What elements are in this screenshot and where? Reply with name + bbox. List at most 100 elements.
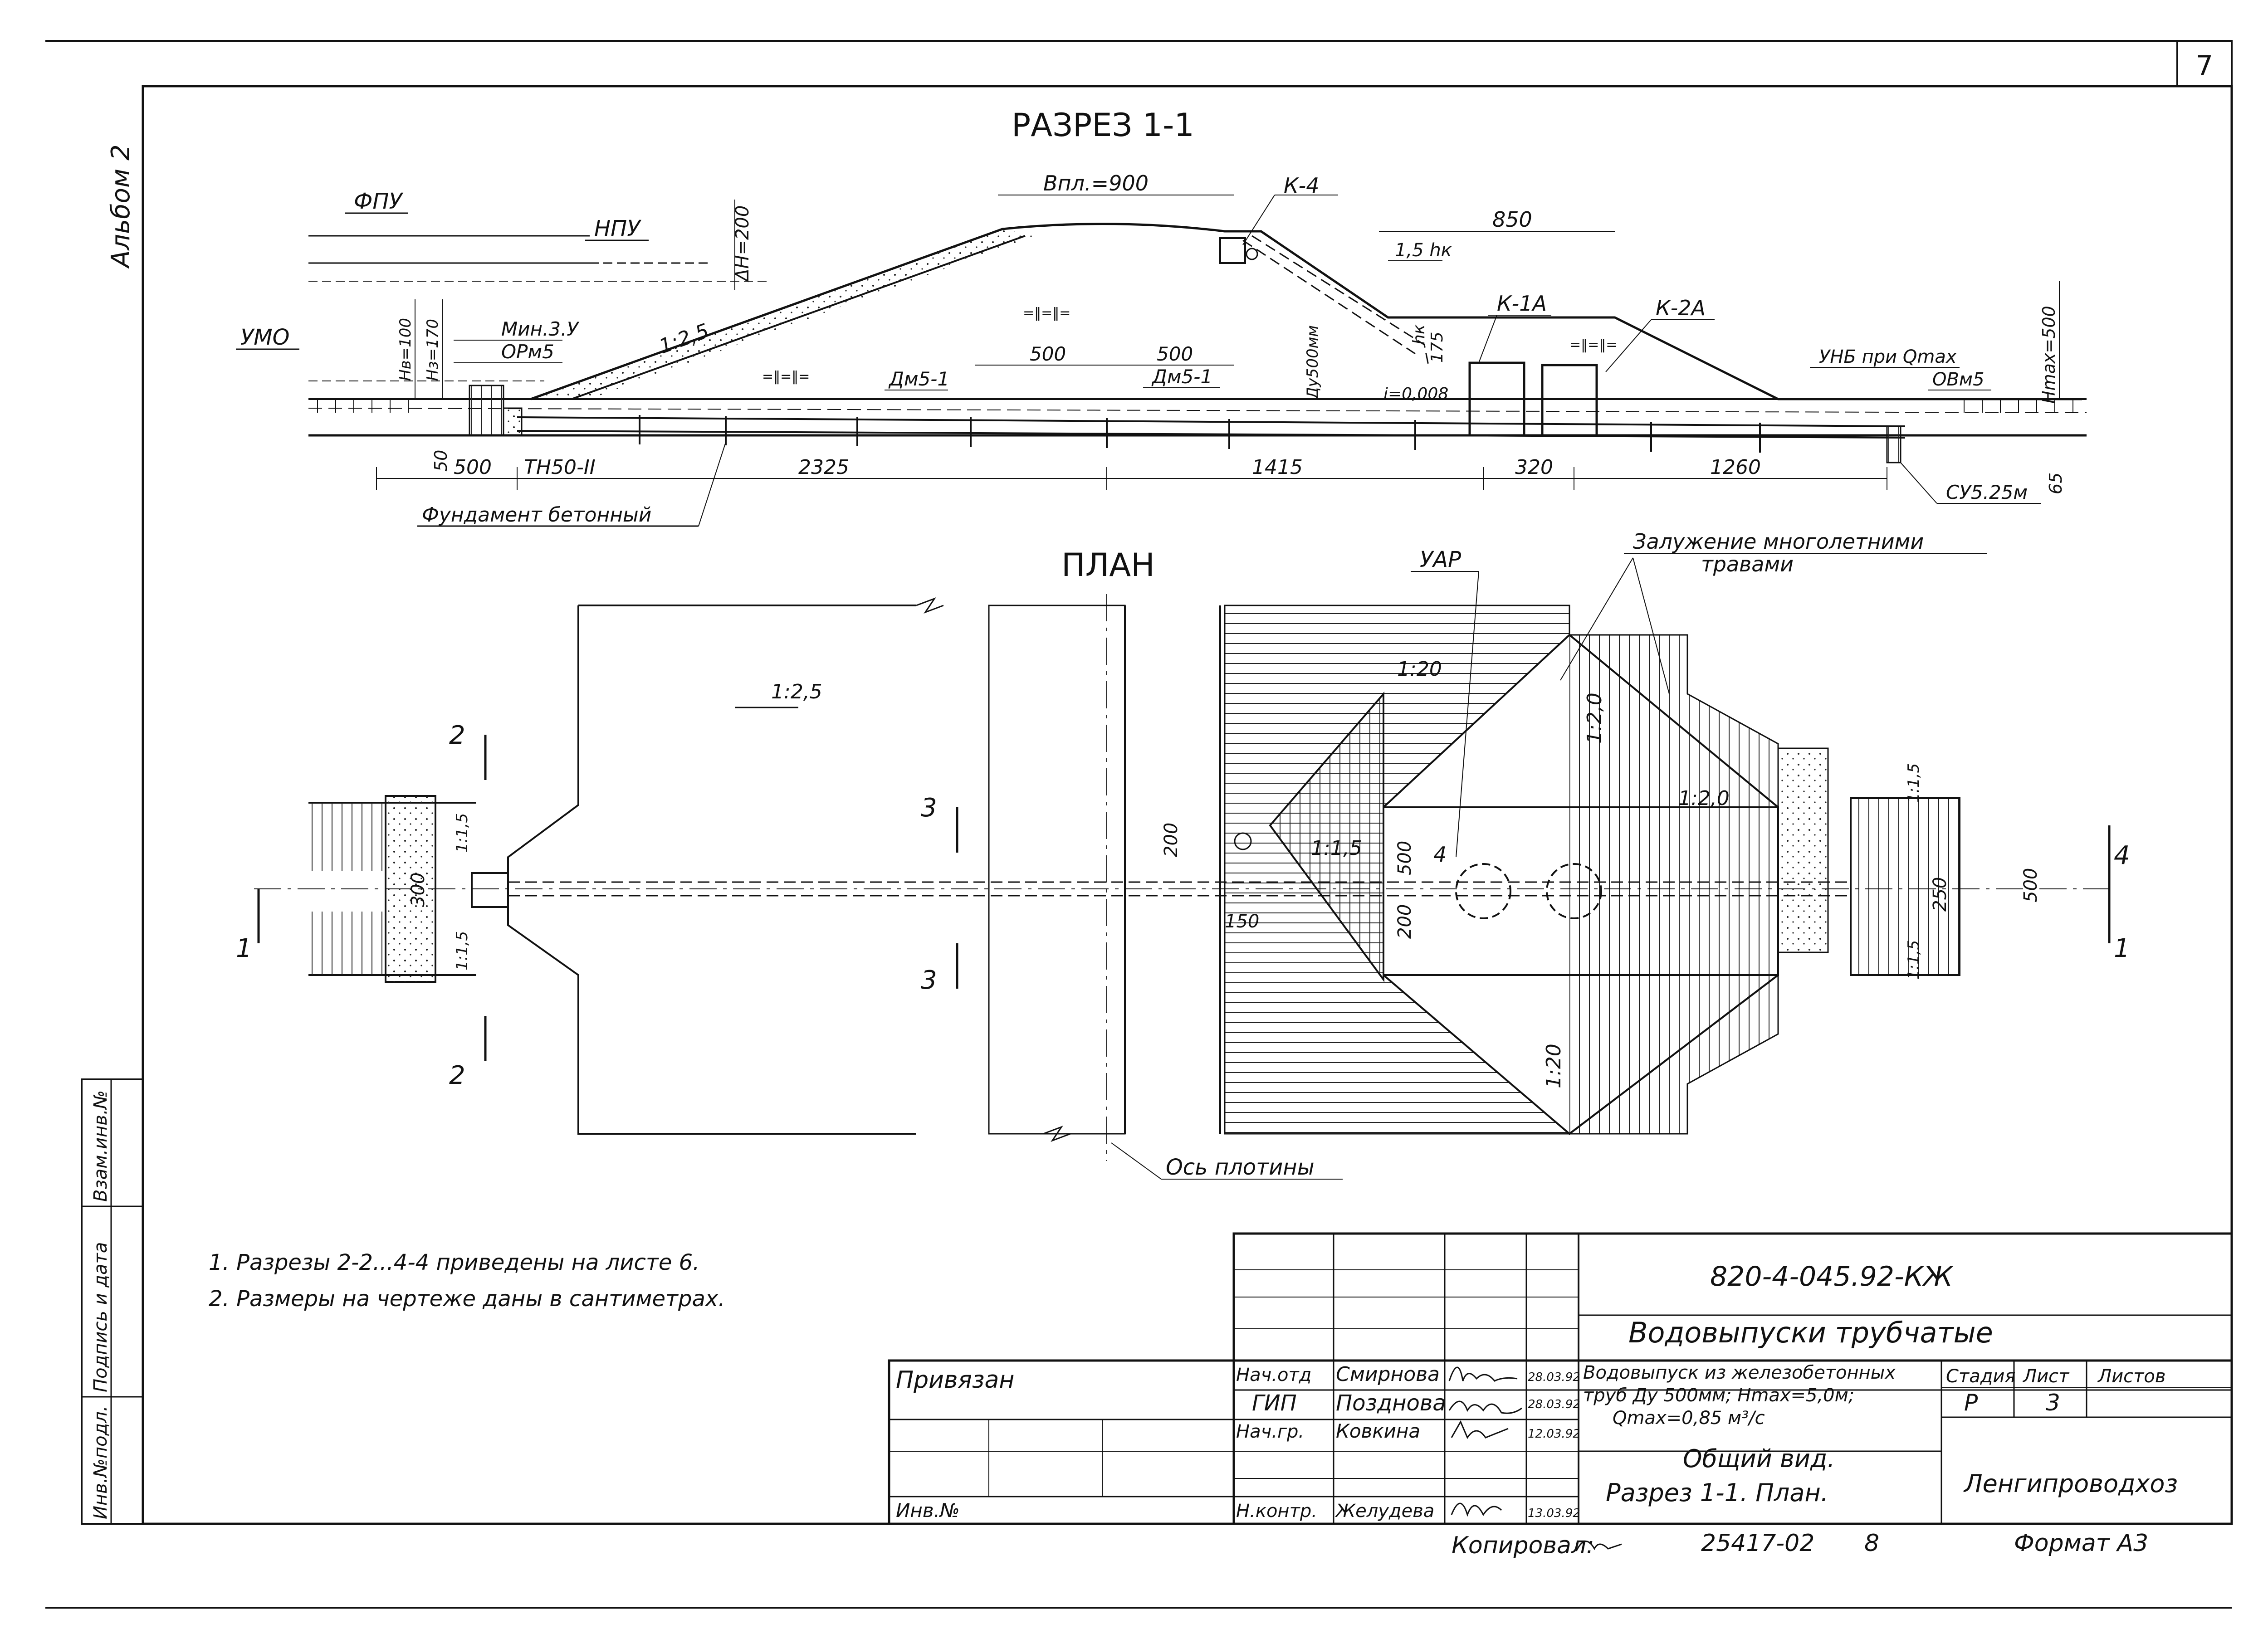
- label-slope15d: 1:1,5: [1905, 940, 1923, 980]
- signature-3: [1451, 1420, 1509, 1439]
- album-label: Альбом 2: [106, 144, 136, 269]
- label-65: 65: [2046, 473, 2066, 494]
- stage-header: Стадия: [1946, 1366, 2015, 1387]
- label-hv100: Hв=100: [396, 318, 415, 381]
- marker-4-right: 4: [2114, 841, 2130, 870]
- label-1260: 1260: [1710, 456, 1761, 479]
- label-unb: УНБ при Qmax: [1819, 346, 1957, 367]
- label-1415: 1415: [1252, 456, 1303, 479]
- label-slope25-plan: 1:2,5: [771, 680, 822, 703]
- label-500b: 500: [1157, 343, 1193, 365]
- label-eq2: =‖=‖=: [762, 369, 810, 385]
- desc-3: Qmax=0,85 м³/с: [1613, 1408, 1765, 1429]
- label-su525: СУ5.25м: [1946, 481, 2028, 503]
- label-slope15: 1:1,5: [1311, 837, 1362, 860]
- label-hmax: Hmax=500: [2039, 306, 2059, 404]
- label-k2a: К-2А: [1656, 296, 1706, 320]
- label-500c: 500: [454, 456, 492, 479]
- section-1-1: РАЗРЕЗ 1-1 ФПУ НПУ УМО: [236, 107, 2087, 527]
- name-1: Смирнова: [1336, 1363, 1440, 1386]
- label-dm51b: Дм5-1: [1151, 366, 1212, 388]
- org-name: Ленгипроводхоз: [1963, 1469, 2178, 1498]
- label-dm51a: Дм5-1: [888, 368, 949, 390]
- label-h170: Hз=170: [424, 319, 442, 381]
- marker-2-bottom: 2: [449, 1061, 465, 1090]
- label-slope15b: 1:1,5: [453, 931, 471, 971]
- label-min3u: Мин.3.У: [501, 318, 579, 340]
- bound-label: Привязан: [896, 1366, 1014, 1394]
- label-d200a: 200: [1161, 823, 1182, 857]
- role-3: Нач.гр.: [1236, 1421, 1304, 1442]
- label-hk: hк: [1410, 324, 1428, 345]
- footer-number-2: 8: [1864, 1530, 1879, 1557]
- desc-1: Водовыпуск из железобетонных: [1583, 1362, 1896, 1383]
- date-1: 28.03.92: [1528, 1371, 1580, 1384]
- signature-4: [1451, 1502, 1502, 1517]
- label-grass-2: травами: [1701, 552, 1794, 576]
- label-d300: 300: [408, 873, 429, 907]
- title-block-text: 820-4-045.92-КЖ Водовыпуски трубчатые Во…: [896, 1261, 2178, 1522]
- label-slope-i: i=0,008: [1383, 385, 1448, 403]
- title-block: [888, 1232, 2233, 1525]
- label-d150: 150: [1225, 911, 1259, 932]
- label-d500p: 500: [1394, 841, 1415, 875]
- inv-label: Инв.№: [896, 1499, 960, 1522]
- label-50: 50: [431, 450, 451, 472]
- label-grass-1: Залужение многолетними: [1633, 529, 1924, 554]
- label-tn50: ТН50-II: [524, 456, 596, 479]
- name-4: Желудева: [1334, 1501, 1434, 1522]
- label-bpl: Bпл.=900: [1043, 171, 1149, 195]
- label-eq1: =‖=‖=: [1023, 305, 1070, 321]
- format-label: Формат А3: [2014, 1530, 2148, 1557]
- marker-4-inner: 4: [1433, 842, 1447, 867]
- label-2325: 2325: [798, 456, 849, 479]
- label-slope20a: 1:20: [1397, 658, 1442, 681]
- label-850: 850: [1492, 207, 1532, 232]
- copied-signature: [1575, 1541, 1622, 1551]
- label-500a: 500: [1030, 343, 1066, 365]
- label-d250: 250: [1930, 877, 1950, 912]
- doc-code: 820-4-045.92-КЖ: [1710, 1261, 1954, 1293]
- note-1: 1. Разрезы 2-2...4-4 приведены на листе …: [209, 1250, 699, 1275]
- label-slope15a: 1:1,5: [453, 813, 471, 853]
- plan-view: ПЛАН 1: [236, 529, 2130, 1180]
- label-orm5: ОРм5: [501, 341, 554, 363]
- label-320: 320: [1515, 456, 1553, 479]
- sheet-title-2: Разрез 1-1. План.: [1606, 1478, 1828, 1507]
- role-2: ГИП: [1252, 1390, 1297, 1416]
- date-2: 28.03.92: [1528, 1398, 1580, 1411]
- label-slope20c: 1:2,0: [1583, 693, 1606, 744]
- sheet-value: 3: [2046, 1390, 2060, 1416]
- stamp-inv-podl: Инв.№подл.: [90, 1405, 111, 1519]
- stamp-sign-date: Подпись и дата: [90, 1242, 111, 1392]
- label-d500r: 500: [2020, 868, 2041, 902]
- footer-number: 25417-02: [1701, 1530, 1814, 1557]
- desc-2: труб Ду 500мм; Hmax=5,0м;: [1583, 1385, 1854, 1406]
- signature-2: [1448, 1400, 1522, 1414]
- role-1: Нач.отд: [1236, 1365, 1311, 1385]
- marker-1-right: 1: [2114, 934, 2130, 963]
- label-dh: ΔH=200: [732, 205, 753, 283]
- label-dy500: Ду500мм: [1304, 325, 1322, 400]
- label-175: 175: [1428, 332, 1447, 363]
- section-title: РАЗРЕЗ 1-1: [1012, 107, 1194, 144]
- marker-3-top: 3: [921, 793, 937, 823]
- project-name: Водовыпуски трубчатые: [1628, 1316, 1993, 1349]
- plan-title: ПЛАН: [1061, 546, 1155, 584]
- label-npu: НПУ: [594, 216, 641, 241]
- label-eq3: =‖=‖=: [1569, 337, 1617, 353]
- name-3: Ковкина: [1336, 1420, 1420, 1442]
- notes: 1. Разрезы 2-2...4-4 приведены на листе …: [209, 1250, 725, 1312]
- label-ovm5: ОВм5: [1932, 369, 1984, 390]
- signature-1: [1448, 1366, 1518, 1382]
- note-2: 2. Размеры на чертеже даны в сантиметрах…: [209, 1286, 725, 1312]
- copied-label: Копировал:: [1452, 1532, 1594, 1559]
- date-4: 13.03.92: [1528, 1507, 1580, 1520]
- label-k4: К-4: [1284, 173, 1320, 198]
- label-slope20b: 1:20: [1542, 1044, 1565, 1088]
- side-stamp: Инв.№подл. Подпись и дата Взам.инв.№: [81, 1078, 144, 1525]
- marker-2-top: 2: [449, 721, 465, 750]
- label-d200b: 200: [1394, 904, 1415, 939]
- date-3: 12.03.92: [1528, 1427, 1580, 1441]
